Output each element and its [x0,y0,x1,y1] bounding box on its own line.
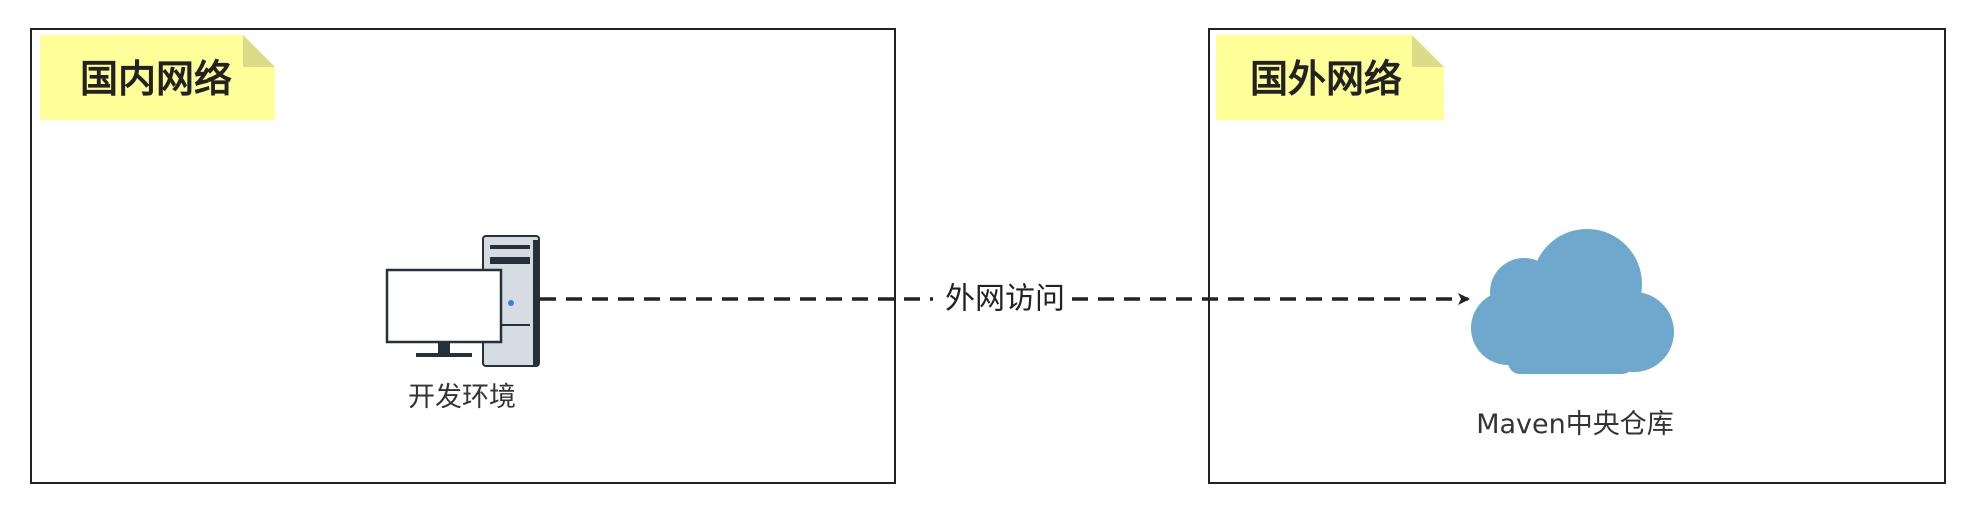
node-dev-environment: 开发环境 [385,235,540,413]
node-maven-label: Maven中央仓库 [1476,409,1674,440]
zone-overseas-title: 国外网络 [1250,57,1402,101]
note-icon [1216,35,1444,120]
note-icon [40,35,275,120]
node-maven-central: Maven中央仓库 [1471,229,1674,440]
edge-label: 外网访问 [945,282,1065,317]
cloud-icon [1471,229,1674,374]
zone-domestic-network: 国内网络 [30,28,896,484]
computer-icon [385,235,540,367]
edge-dev-to-maven: 外网访问 [540,282,1470,317]
node-dev-label: 开发环境 [408,382,516,413]
zone-domestic-title: 国内网络 [80,57,232,101]
